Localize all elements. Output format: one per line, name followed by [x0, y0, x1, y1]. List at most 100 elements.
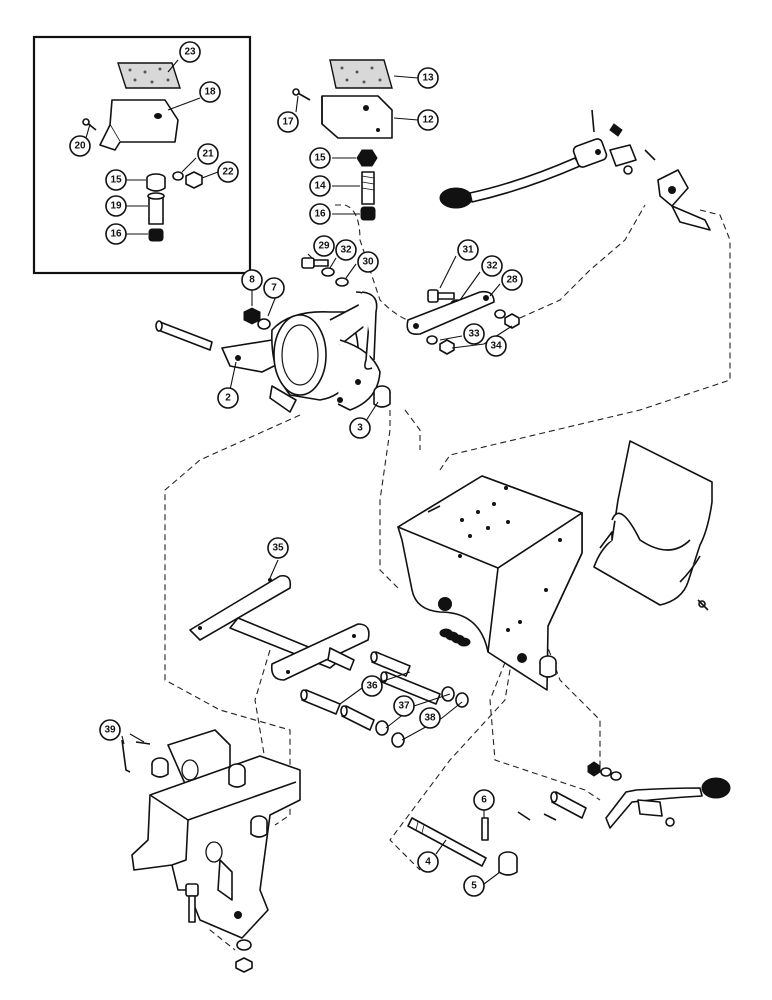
shield-screw [697, 599, 709, 611]
callout-3: 3 [349, 417, 371, 439]
pedal-nut [356, 149, 378, 167]
svg-text:38: 38 [424, 713, 436, 724]
svg-text:29: 29 [318, 241, 330, 252]
callout-28: 28 [501, 269, 523, 291]
svg-text:13: 13 [422, 73, 434, 84]
callout-6: 6 [473, 789, 495, 811]
callout-32-right: 32 [481, 255, 503, 277]
callout-14: 14 [309, 175, 331, 197]
svg-text:15: 15 [110, 175, 122, 186]
spring-band-30 [355, 291, 378, 370]
svg-text:21: 21 [202, 149, 214, 160]
svg-text:37: 37 [398, 701, 410, 712]
svg-text:33: 33 [468, 329, 480, 340]
pedal-bracket [321, 95, 393, 139]
svg-text:14: 14 [314, 181, 326, 192]
svg-text:5: 5 [471, 881, 477, 892]
clevis-pin-31 [427, 289, 455, 303]
cotter-pins-39 [121, 739, 151, 773]
bushing-right [539, 655, 557, 678]
callout-32-left: 32 [335, 239, 357, 261]
callout-35: 35 [267, 537, 289, 559]
svg-text:17: 17 [282, 117, 294, 128]
callout-30: 30 [357, 251, 379, 273]
washer-30 [335, 277, 349, 287]
callout-4: 4 [417, 851, 439, 873]
washers-37-38 [375, 686, 469, 748]
svg-text:31: 31 [462, 245, 474, 256]
callout-21: 21 [197, 143, 219, 165]
upper-hand-lever [439, 109, 623, 209]
inset-pedal-bracket [99, 99, 179, 151]
svg-text:28: 28 [506, 275, 518, 286]
base-bushings [151, 757, 268, 838]
svg-text:32: 32 [340, 245, 352, 256]
callout-15-inset: 15 [105, 169, 127, 191]
svg-text:20: 20 [74, 141, 86, 152]
callout-15-main: 15 [309, 147, 331, 169]
base-bolt [185, 883, 199, 923]
callout-23: 23 [179, 41, 201, 63]
callout-31: 31 [457, 239, 479, 261]
callout-13: 13 [417, 67, 439, 89]
callout-29: 29 [313, 235, 335, 257]
svg-text:35: 35 [272, 543, 284, 554]
svg-text:4: 4 [425, 857, 431, 868]
callout-2: 2 [217, 387, 239, 409]
pedal-bolt [361, 171, 375, 205]
svg-text:3: 3 [357, 423, 363, 434]
svg-text:23: 23 [184, 47, 196, 58]
pins-36 [300, 651, 441, 731]
callout-12: 12 [417, 109, 439, 131]
callout-17: 17 [277, 111, 299, 133]
svg-text:30: 30 [362, 257, 374, 268]
svg-text:19: 19 [110, 201, 122, 212]
callout-5: 5 [463, 875, 485, 897]
upper-lever-parts [609, 144, 711, 231]
inset-bushing [146, 173, 166, 192]
svg-text:18: 18 [204, 87, 216, 98]
callout-20: 20 [69, 135, 91, 157]
svg-text:12: 12 [422, 115, 434, 126]
svg-text:22: 22 [222, 167, 234, 178]
callout-33: 33 [463, 323, 485, 345]
lower-hand-lever [517, 761, 731, 829]
svg-text:16: 16 [314, 209, 326, 220]
inset-cap-screw [148, 228, 164, 242]
callout-39: 39 [99, 719, 121, 741]
callout-16-main: 16 [309, 203, 331, 225]
inset-bolt [147, 192, 165, 225]
pedal-support-bracket [397, 475, 583, 691]
svg-text:32: 32 [486, 261, 498, 272]
callout-16-inset: 16 [105, 223, 127, 245]
svg-text:2: 2 [225, 393, 231, 404]
svg-text:36: 36 [366, 681, 378, 692]
inset-pin [82, 118, 97, 131]
shield-plate [593, 440, 713, 606]
leader-lines [85, 59, 513, 885]
bushing-5 [498, 851, 518, 876]
pedal-shaft-pin [155, 320, 213, 351]
callout-22: 22 [217, 161, 239, 183]
link-28 [406, 290, 495, 336]
inset-pedal-pad [117, 62, 181, 89]
callout-36: 36 [361, 675, 383, 697]
svg-text:39: 39 [104, 725, 116, 736]
pedal-pin [292, 88, 311, 101]
svg-text:8: 8 [249, 275, 255, 286]
callout-38: 38 [419, 707, 441, 729]
lower-shaft-4 [407, 817, 487, 867]
callout-7: 7 [263, 277, 285, 299]
washer-7 [257, 318, 271, 330]
callout-37: 37 [393, 695, 415, 717]
pedal-pad [329, 59, 393, 89]
crossbar-35 [189, 574, 370, 681]
bushing-3 [373, 385, 391, 408]
washer-32a [321, 267, 335, 277]
svg-text:34: 34 [490, 341, 502, 352]
svg-text:15: 15 [314, 153, 326, 164]
callout-18: 18 [199, 81, 221, 103]
pedal-base-pedestal [131, 729, 301, 939]
callout-19: 19 [105, 195, 127, 217]
